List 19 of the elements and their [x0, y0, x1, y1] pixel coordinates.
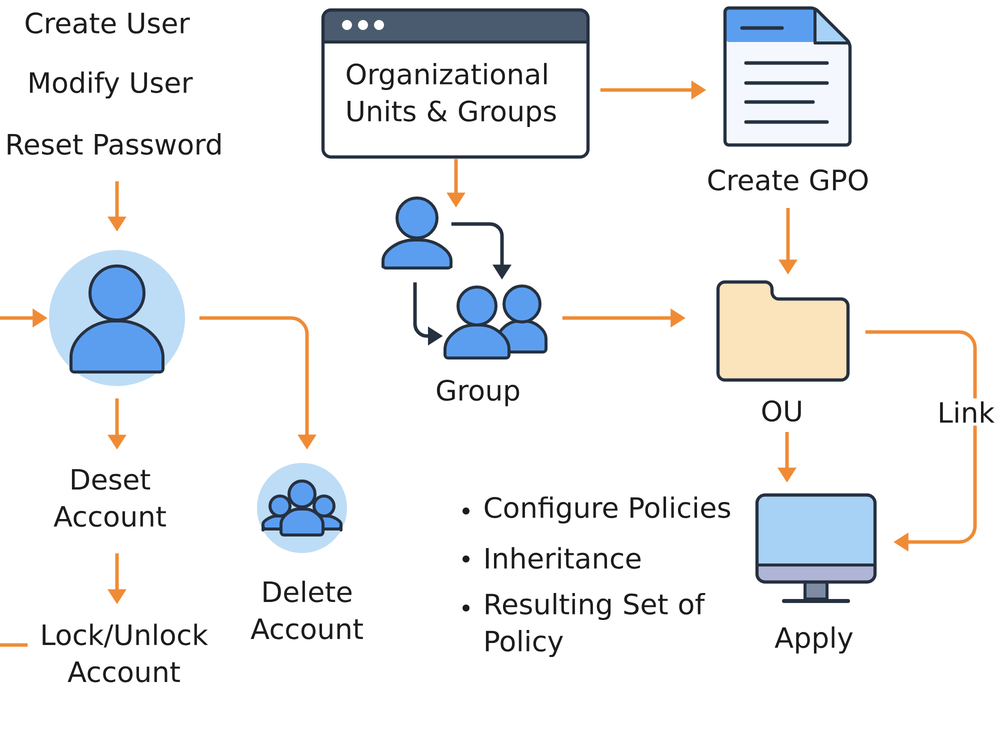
connector-line: [0, 643, 28, 647]
action-label: Modify User: [30, 71, 193, 99]
icon-caption: Delete Account: [250, 580, 363, 640]
window-box: Organizational Units & Groups: [321, 8, 590, 159]
list-item: Inheritance: [486, 547, 640, 569]
action-label: Create User: [26, 12, 190, 34]
action-label: Reset Password: [8, 133, 220, 155]
list-item: Resulting Set of Policy: [486, 592, 706, 658]
icon-caption: Create GPO: [708, 169, 868, 191]
edge-label: Link: [934, 398, 998, 426]
icon-caption: Apply: [774, 626, 853, 654]
step-label: Deset Account: [54, 469, 166, 527]
arrow: [865, 330, 977, 552]
user-icon: [382, 196, 452, 270]
icon-caption: OU: [762, 400, 801, 422]
list-item: Configure Policies: [484, 496, 730, 524]
user-icon: [49, 250, 185, 386]
step-label: Lock/Unlock Account: [42, 624, 208, 682]
icon-caption: Group: [436, 380, 520, 406]
